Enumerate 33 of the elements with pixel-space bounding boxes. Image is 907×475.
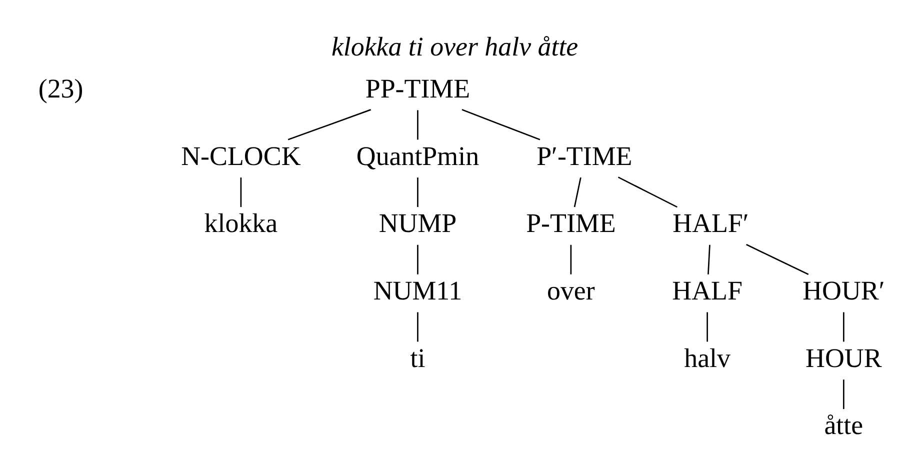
node-text: ti [410, 342, 426, 373]
connector [417, 312, 418, 342]
node-text: NUMP [378, 208, 457, 238]
node-text: HOUR′ [802, 275, 885, 306]
connector [288, 109, 372, 140]
connector [746, 244, 809, 276]
node-text: åtte [824, 410, 864, 440]
connector [618, 176, 678, 208]
node-text: over [547, 275, 595, 306]
node-text: NUM11 [373, 275, 462, 306]
connector [417, 110, 418, 140]
connector [570, 244, 572, 274]
node-text: klokka [204, 208, 278, 238]
connector [708, 244, 710, 274]
connector [843, 380, 844, 410]
connector [240, 178, 242, 207]
node-text: halv [684, 342, 730, 373]
diagram-title: klokka ti over halv åtte [331, 31, 578, 62]
connector [462, 109, 540, 140]
node-text: P′-TIME [536, 140, 632, 171]
connector [417, 178, 418, 207]
node-text: HALF′ [672, 208, 749, 238]
node-text: N-CLOCK [181, 140, 301, 171]
connector [574, 177, 582, 208]
node-text: PP-TIME [365, 73, 470, 104]
node-text: HOUR [806, 342, 882, 373]
node-text: P-TIME [526, 208, 616, 238]
label: (23) [38, 73, 84, 104]
node-text: QuantPmin [356, 140, 480, 171]
connector [417, 244, 418, 274]
node-text: HALF [672, 275, 742, 306]
connector [706, 312, 708, 342]
connector [843, 312, 844, 342]
